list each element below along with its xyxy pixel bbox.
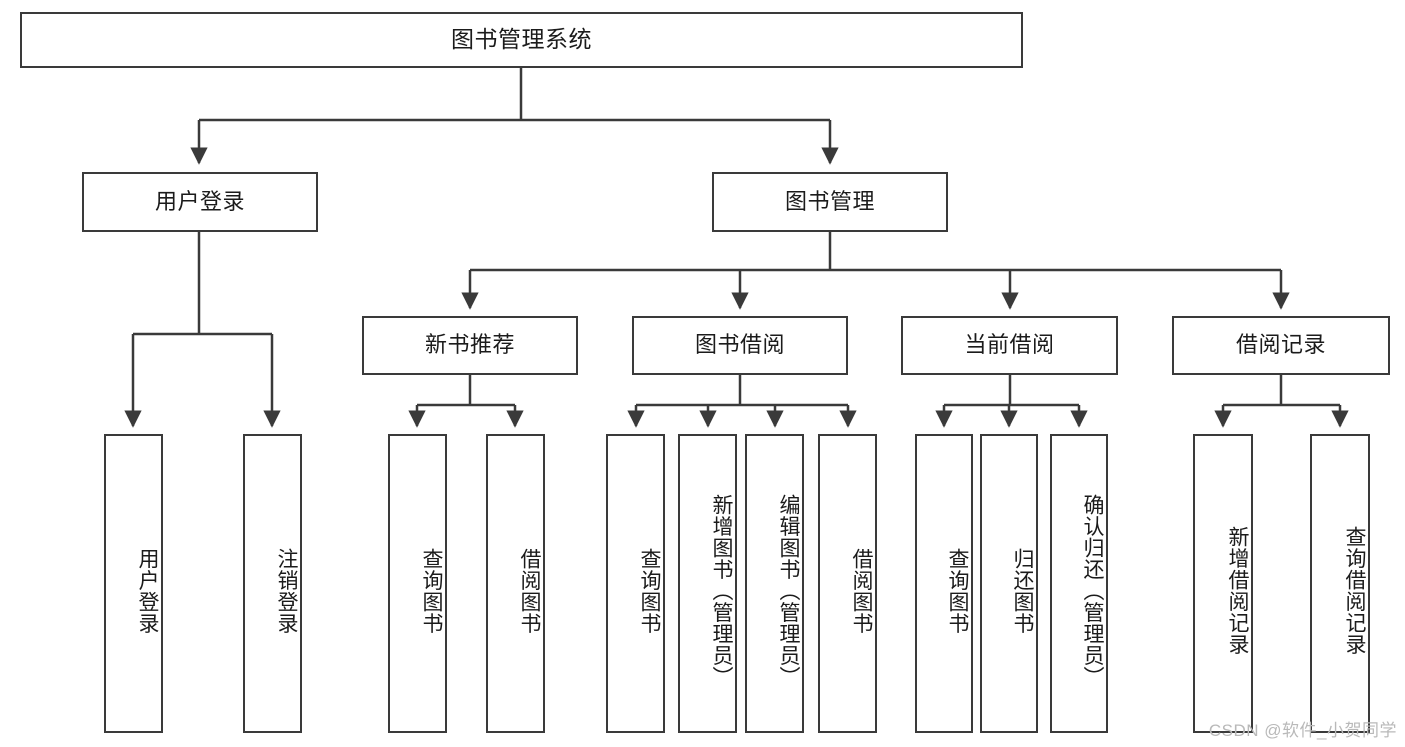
node-root-book-management-system[interactable]: 图书管理系统 xyxy=(20,12,1023,68)
node-label: 确认归还（管理员） xyxy=(1081,493,1104,688)
node-book-management[interactable]: 图书管理 xyxy=(712,172,948,232)
node-label: 新增图书（管理员） xyxy=(710,493,733,688)
leaf-add-book-admin[interactable]: 新增图书（管理员） xyxy=(678,434,737,733)
node-label: 新增借阅记录 xyxy=(1226,526,1249,655)
node-user-login[interactable]: 用户登录 xyxy=(82,172,318,232)
node-label: 图书管理系统 xyxy=(451,26,592,53)
node-label: 用户登录 xyxy=(136,547,159,634)
node-label: 注销登录 xyxy=(275,547,298,634)
node-label: 归还图书 xyxy=(1011,547,1034,634)
leaf-query-borrow-record[interactable]: 查询借阅记录 xyxy=(1310,434,1370,733)
node-label: 图书借阅 xyxy=(694,332,785,358)
node-label: 用户登录 xyxy=(154,188,245,214)
node-book-borrow[interactable]: 图书借阅 xyxy=(632,316,848,375)
leaf-query-book-new-recommend[interactable]: 查询图书 xyxy=(388,434,447,733)
csdn-watermark: CSDN @软件_小贺同学 xyxy=(1208,721,1397,740)
node-label: 图书管理 xyxy=(784,188,875,214)
leaf-query-book-current[interactable]: 查询图书 xyxy=(915,434,973,733)
leaf-add-borrow-record[interactable]: 新增借阅记录 xyxy=(1193,434,1253,733)
node-current-borrow[interactable]: 当前借阅 xyxy=(901,316,1118,375)
node-borrow-record[interactable]: 借阅记录 xyxy=(1172,316,1390,375)
node-label: 借阅图书 xyxy=(518,547,541,634)
leaf-borrow-book[interactable]: 借阅图书 xyxy=(818,434,877,733)
node-label: 查询借阅记录 xyxy=(1343,526,1366,655)
node-label: 查询图书 xyxy=(420,547,443,634)
leaf-borrow-book-new-recommend[interactable]: 借阅图书 xyxy=(486,434,545,733)
node-label: 借阅记录 xyxy=(1235,332,1326,358)
node-new-book-recommend[interactable]: 新书推荐 xyxy=(362,316,578,375)
leaf-user-login[interactable]: 用户登录 xyxy=(104,434,163,733)
node-label: 编辑图书（管理员） xyxy=(777,493,800,688)
leaf-query-book-borrow[interactable]: 查询图书 xyxy=(606,434,665,733)
leaf-confirm-return-admin[interactable]: 确认归还（管理员） xyxy=(1050,434,1108,733)
leaf-return-book[interactable]: 归还图书 xyxy=(980,434,1038,733)
node-label: 借阅图书 xyxy=(850,547,873,634)
node-label: 查询图书 xyxy=(946,547,969,634)
node-label: 当前借阅 xyxy=(964,332,1055,358)
node-label: 查询图书 xyxy=(638,547,661,634)
node-label: 新书推荐 xyxy=(424,332,515,358)
leaf-edit-book-admin[interactable]: 编辑图书（管理员） xyxy=(745,434,804,733)
leaf-logout-login[interactable]: 注销登录 xyxy=(243,434,302,733)
